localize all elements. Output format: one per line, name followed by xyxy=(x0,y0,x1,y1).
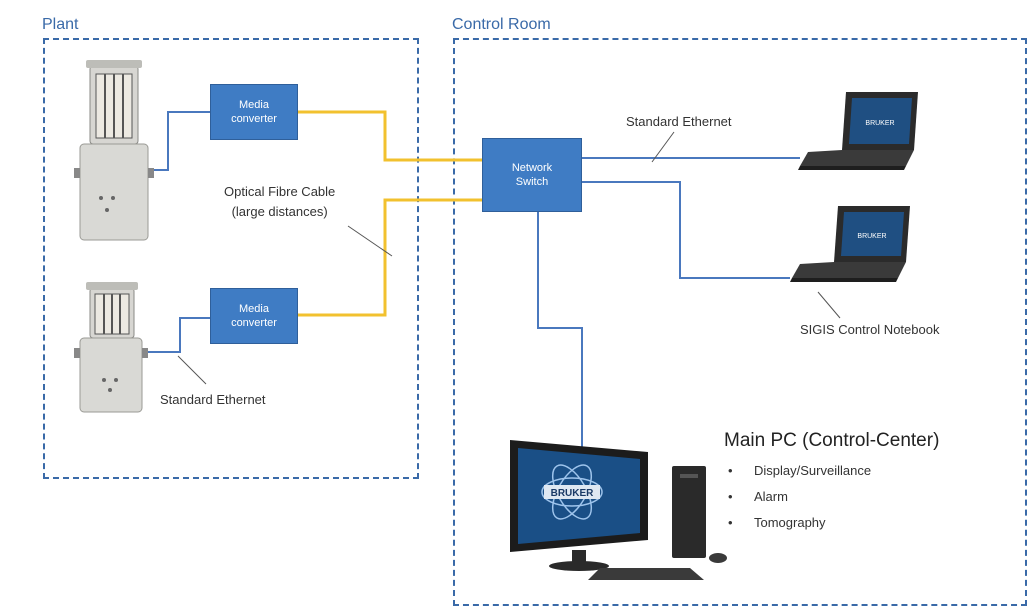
media-converter-1: Media converter xyxy=(210,84,298,140)
ethernet-cable-analyzer1 xyxy=(148,111,210,171)
laptop-1-logo: BRUKER xyxy=(865,120,894,127)
plant-ethernet-label-leader xyxy=(177,355,207,385)
fibre-cable-2 xyxy=(298,198,482,317)
media-converter-1-line2: converter xyxy=(231,113,277,125)
main-pc-feature-item: Tomography xyxy=(724,510,871,536)
main-pc-title: Main PC (Control-Center) xyxy=(724,430,940,451)
optical-fibre-label: Optical Fibre Cable (large distances) xyxy=(224,182,335,222)
control-room-zone-title: Control Room xyxy=(452,16,551,33)
gas-analyzer-2-icon xyxy=(74,282,148,413)
main-pc-icon: BRUKER xyxy=(510,440,727,580)
standard-ethernet-control-label: Standard Ethernet xyxy=(626,114,732,129)
laptop-2-icon: BRUKER xyxy=(790,206,910,282)
notebook-label-leader xyxy=(817,291,841,319)
media-converter-1-line1: Media xyxy=(239,99,269,111)
ethernet-cable-analyzer2 xyxy=(148,317,210,353)
plant-zone xyxy=(43,38,419,479)
network-switch: Network Switch xyxy=(482,138,582,212)
network-switch-line2: Switch xyxy=(515,176,549,188)
fibre-cable-1 xyxy=(298,110,482,162)
main-pc-feature-list: Display/Surveillance Alarm Tomography xyxy=(724,458,871,536)
fibre-label-leader xyxy=(347,225,393,257)
plant-zone-title: Plant xyxy=(42,16,79,33)
ethernet-cable-main-pc xyxy=(537,212,583,448)
ethernet-cable-notebook2 xyxy=(582,181,790,279)
media-converter-2: Media converter xyxy=(210,288,298,344)
main-pc-feature-item: Display/Surveillance xyxy=(724,458,871,484)
control-room-zone xyxy=(453,38,1027,606)
control-ethernet-label-leader xyxy=(651,131,675,163)
main-pc-logo: BRUKER xyxy=(551,488,595,499)
laptop-2-logo: BRUKER xyxy=(857,233,886,240)
gas-analyzer-1-icon xyxy=(74,60,154,241)
laptop-1-icon: BRUKER xyxy=(798,92,918,170)
optical-fibre-label-line2: (large distances) xyxy=(231,204,328,219)
sigis-notebook-label: SIGIS Control Notebook xyxy=(800,322,940,337)
media-converter-2-line2: converter xyxy=(231,317,277,329)
main-pc-feature-item: Alarm xyxy=(724,484,871,510)
optical-fibre-label-line1: Optical Fibre Cable xyxy=(224,184,336,199)
standard-ethernet-plant-label: Standard Ethernet xyxy=(160,392,266,407)
network-switch-line1: Network xyxy=(511,162,553,174)
media-converter-2-line1: Media xyxy=(239,303,269,315)
